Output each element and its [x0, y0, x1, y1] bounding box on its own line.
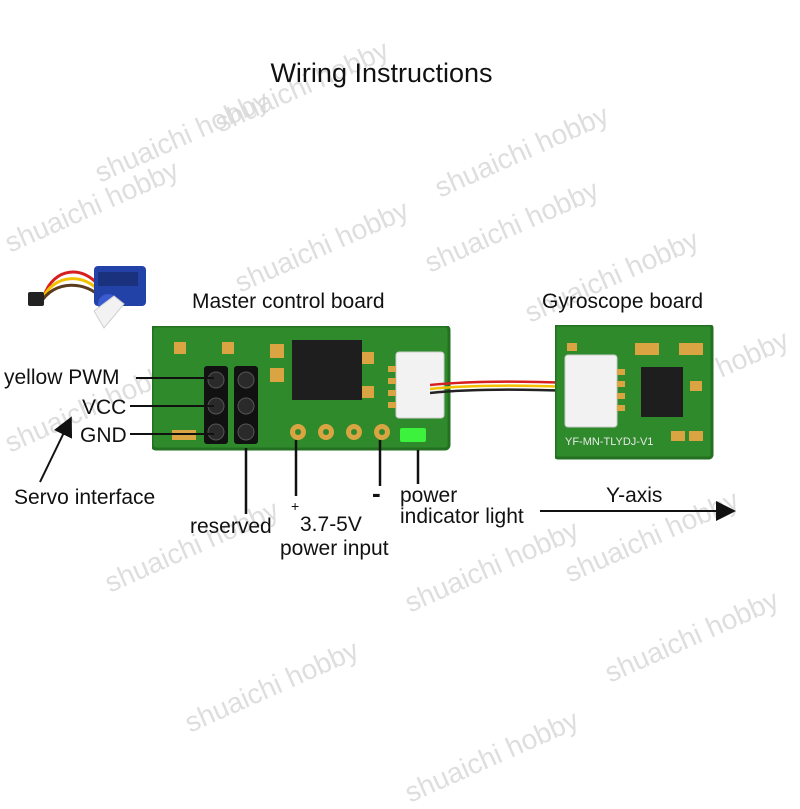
power-pads: [290, 424, 390, 440]
power-input-label: power input: [280, 537, 389, 560]
minus-sign: -: [372, 478, 381, 508]
arrow-icon: [39, 416, 73, 483]
plus-sign: +: [291, 498, 300, 514]
main-chip: [292, 340, 362, 400]
power-led: [400, 428, 426, 442]
master-board-label: Master control board: [192, 290, 385, 313]
servo-motor-icon: [28, 266, 146, 329]
pwm-label: yellow PWM: [4, 366, 120, 389]
reserved-label: reserved: [190, 515, 272, 538]
master-control-board: [152, 326, 451, 451]
vcc-label: VCC: [82, 396, 127, 419]
page-title: Wiring Instructions: [270, 58, 493, 88]
connection-cable: [430, 380, 570, 395]
voltage-label: 3.7-5V: [300, 513, 362, 536]
gyro-board-label: Gyroscope board: [542, 290, 704, 313]
gyroscope-board: [555, 325, 714, 460]
gyro-silkscreen: YF-MN-TLYDJ-V1: [565, 436, 654, 448]
gyro-chip: [641, 367, 683, 417]
power-led-label-line2: indicator light: [400, 505, 524, 528]
y-axis-label: Y-axis: [606, 484, 663, 507]
reserved-header: [204, 366, 258, 444]
gnd-label: GND: [80, 424, 127, 447]
power-led-label-line1: power: [400, 484, 458, 507]
servo-interface-label: Servo interface: [14, 486, 156, 509]
